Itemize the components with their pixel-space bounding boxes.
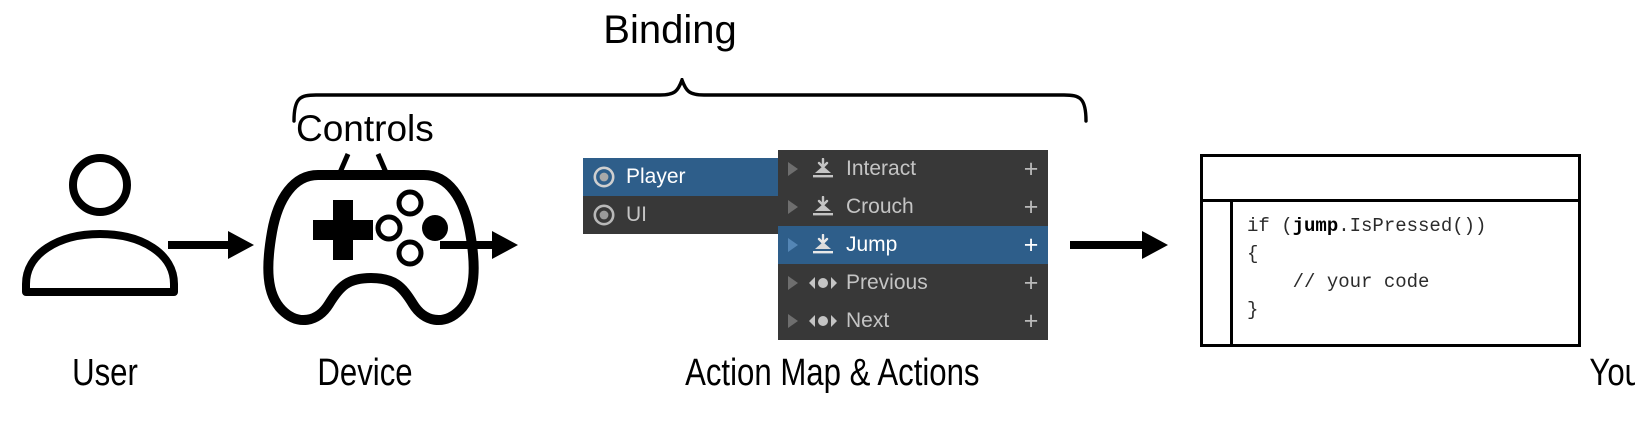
code-line: // your code: [1247, 271, 1430, 293]
arrow-user-to-device-icon: [168, 231, 254, 259]
button-action-icon: [808, 158, 838, 180]
expand-arrow-icon[interactable]: [778, 161, 808, 177]
caption-device: Device: [317, 352, 413, 394]
action-label: Crouch: [846, 195, 914, 218]
add-binding-button[interactable]: +: [1023, 230, 1039, 259]
action-label: Previous: [846, 271, 928, 294]
binding-label: Binding: [603, 8, 737, 52]
code-editor-window: if (jump.IsPressed()) { // your code}: [1200, 154, 1581, 347]
caption-action-map: Action Map & Actions: [685, 352, 980, 394]
arrow-device-to-actions-icon: [440, 231, 518, 259]
action-row-interact[interactable]: Interact +: [778, 150, 1048, 188]
add-binding-button[interactable]: +: [1023, 154, 1039, 183]
action-label: Jump: [846, 233, 898, 256]
action-map-icon: [593, 166, 615, 188]
actions-list-panel[interactable]: Interact + Crouch +: [778, 150, 1048, 340]
code-editor-titlebar: [1203, 157, 1578, 202]
code-line: {: [1247, 243, 1259, 265]
action-row-jump[interactable]: Jump +: [778, 226, 1048, 264]
action-map-row-ui[interactable]: UI: [583, 196, 780, 234]
controls-label: Controls: [296, 108, 434, 149]
expand-arrow-icon[interactable]: [778, 199, 808, 215]
user-icon: [22, 154, 178, 296]
action-label: Next: [846, 309, 890, 332]
button-action-icon: [808, 196, 838, 218]
axis-action-icon: [808, 272, 838, 294]
code-editor-body: if (jump.IsPressed()) { // your code}: [1203, 202, 1578, 344]
action-row-next[interactable]: Next +: [778, 302, 1048, 340]
caption-user: User: [72, 352, 138, 394]
axis-action-icon: [808, 310, 838, 332]
action-row-previous[interactable]: Previous +: [778, 264, 1048, 302]
add-binding-button[interactable]: +: [1023, 268, 1039, 297]
expand-arrow-icon[interactable]: [778, 275, 808, 291]
action-map-panel[interactable]: Player UI: [583, 158, 780, 234]
binding-brace-icon: [292, 78, 1088, 123]
caption-your-action-code: Your Action Code: [1589, 352, 1635, 394]
action-row-crouch[interactable]: Crouch +: [778, 188, 1048, 226]
action-map-row-player[interactable]: Player: [583, 158, 780, 196]
code-line: if (jump.IsPressed()): [1247, 215, 1487, 237]
gamepad-device-icon: [263, 170, 479, 325]
button-action-icon: [808, 234, 838, 256]
code-editor-text[interactable]: if (jump.IsPressed()) { // your code}: [1233, 202, 1578, 344]
code-line: }: [1247, 299, 1259, 321]
expand-arrow-icon[interactable]: [778, 237, 808, 253]
action-map-icon: [593, 204, 615, 226]
add-binding-button[interactable]: +: [1023, 306, 1039, 335]
arrow-actions-to-code-icon: [1070, 231, 1168, 259]
action-map-label: Player: [626, 165, 686, 188]
expand-arrow-icon[interactable]: [778, 313, 808, 329]
code-editor-gutter: [1203, 202, 1233, 344]
action-map-label: UI: [626, 203, 647, 226]
action-label: Interact: [846, 157, 917, 180]
add-binding-button[interactable]: +: [1023, 192, 1039, 221]
